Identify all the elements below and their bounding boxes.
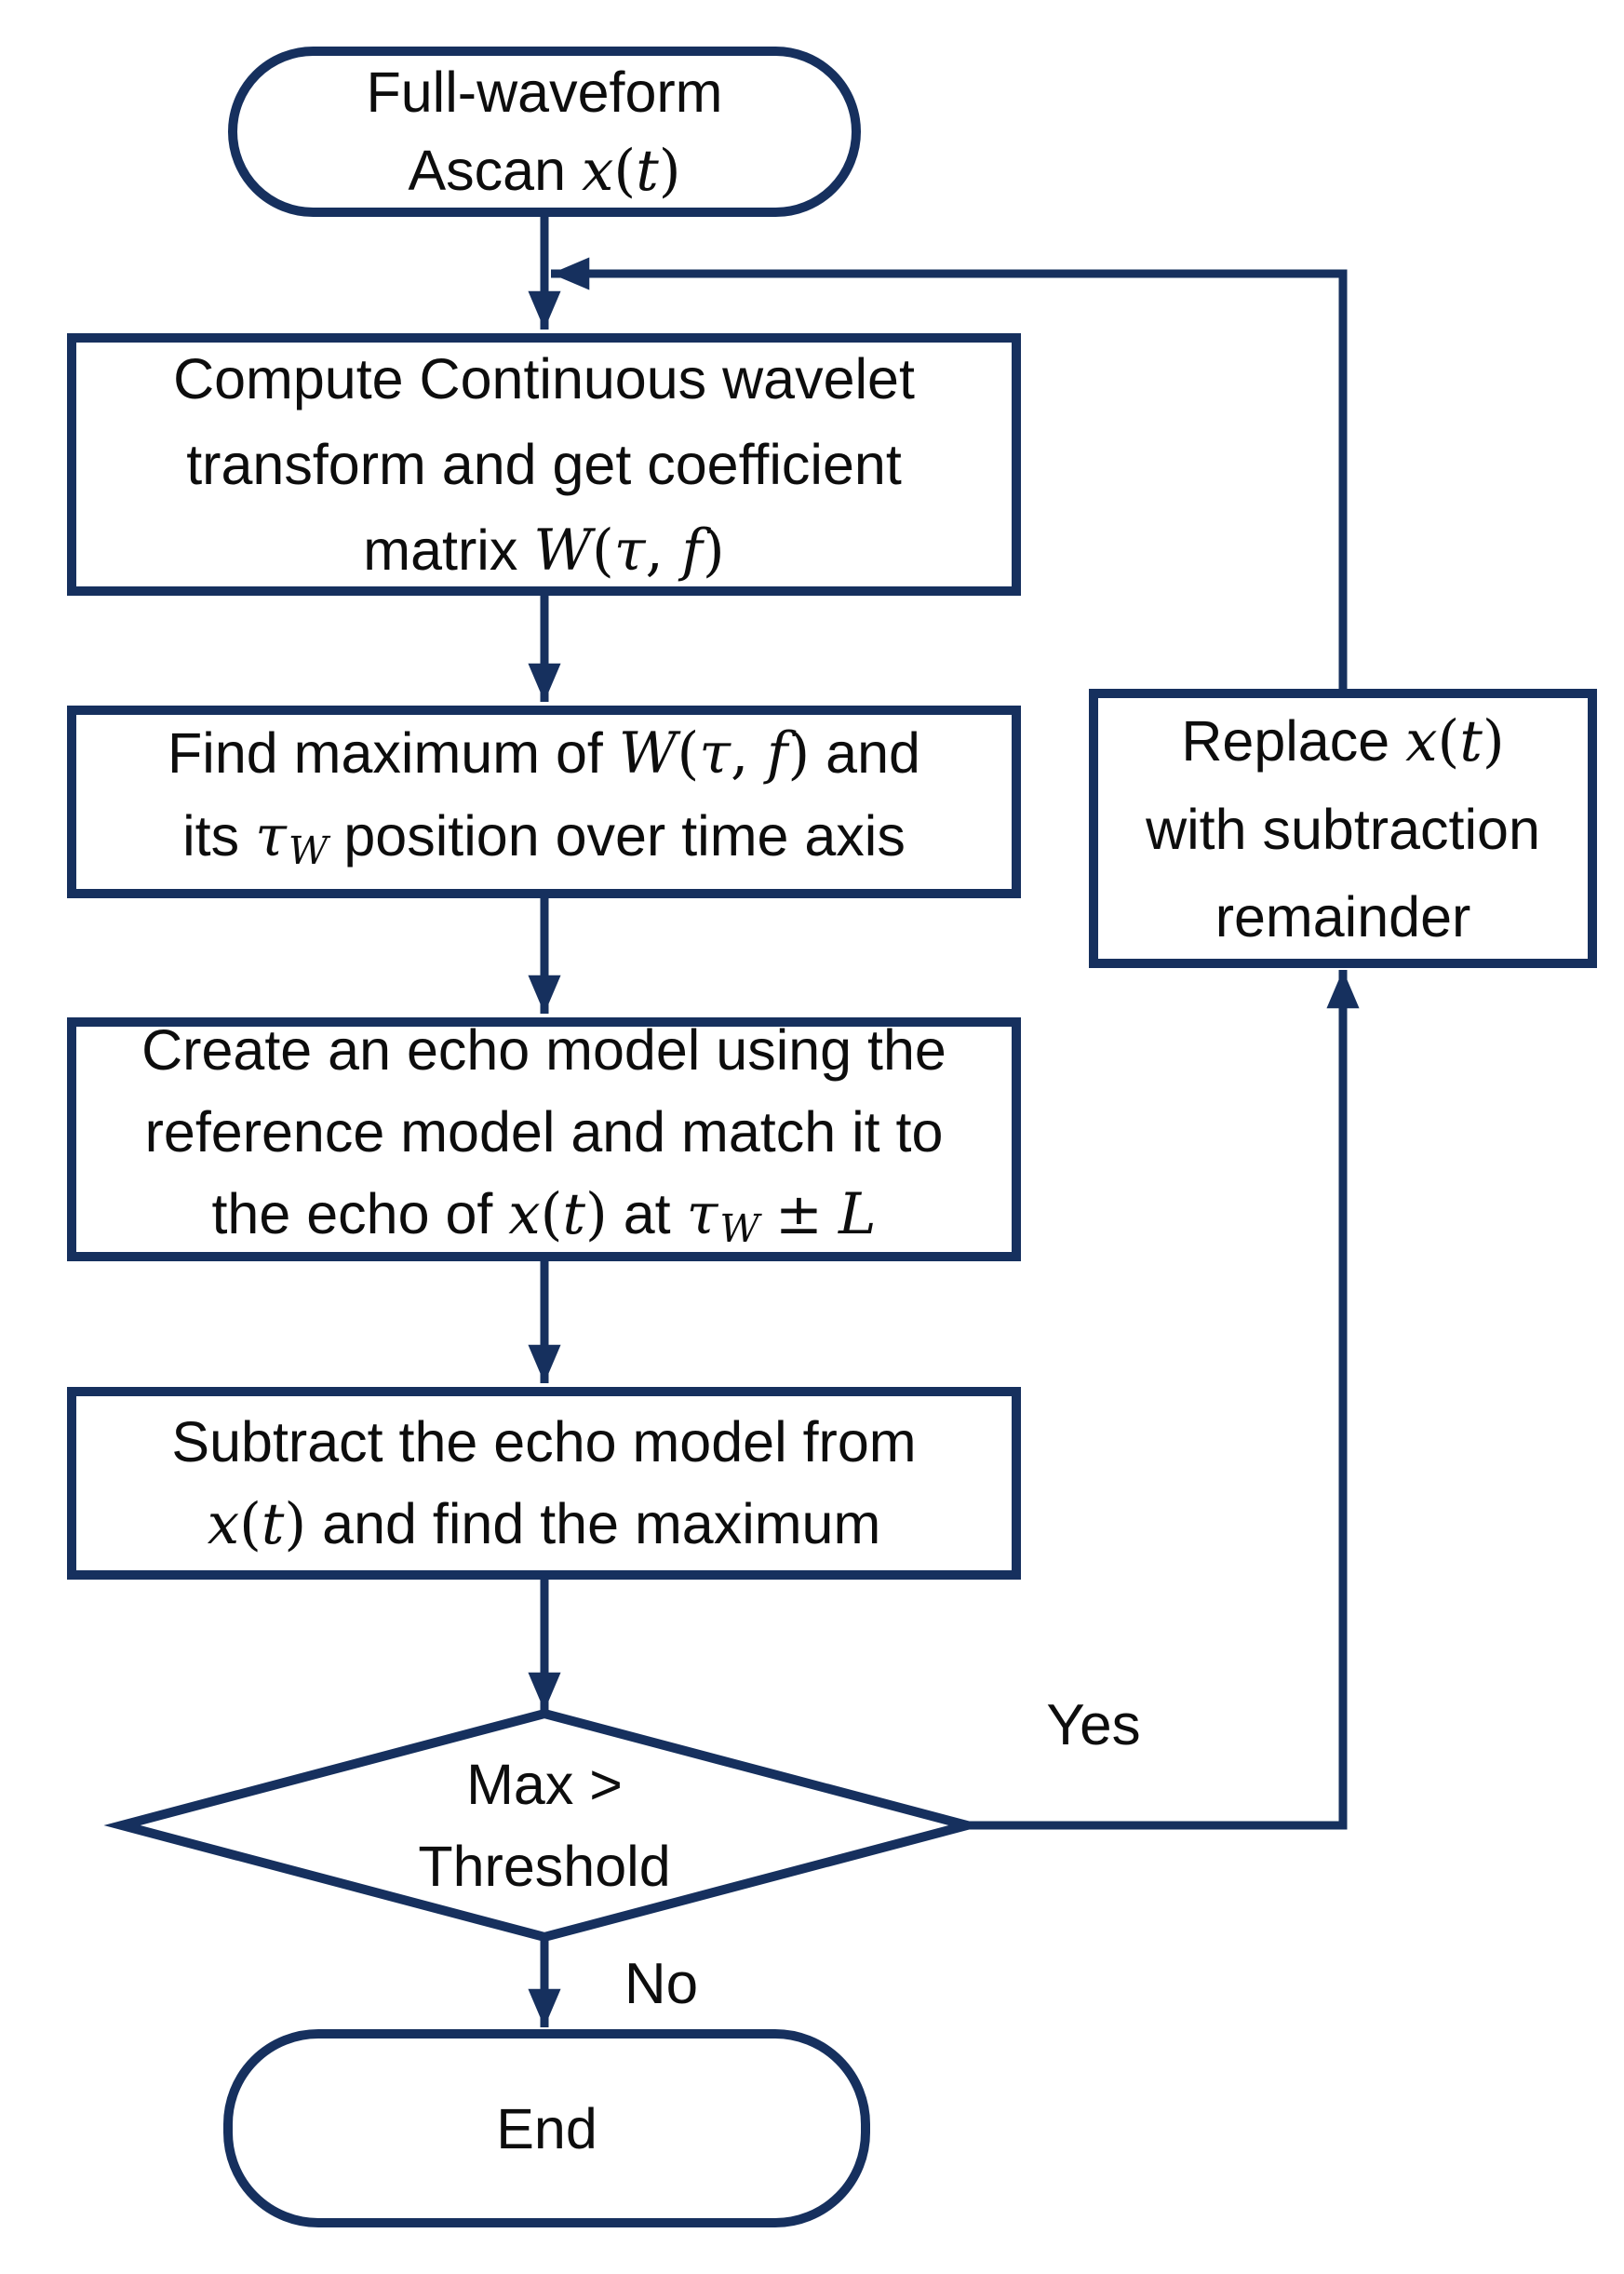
text-line: Replace x(t) — [1181, 697, 1504, 786]
process-subtract-echo-model: Subtract the echo model from x(t) and fi… — [67, 1387, 1021, 1580]
text-run: Max > — [466, 1753, 623, 1816]
text-run: ( — [613, 138, 637, 204]
text-run: Subtract the echo model from — [171, 1410, 917, 1473]
text-run: ) — [787, 720, 811, 787]
decision-max-threshold: Max > Threshold — [122, 1714, 967, 1937]
text-run: W — [533, 517, 592, 584]
text-line: End — [496, 2088, 597, 2170]
text-run: ( — [239, 1491, 262, 1557]
text-run: f — [681, 517, 703, 584]
text-run: Compute Continuous wavelet — [173, 346, 915, 410]
text-line: Subtract the echo model from — [171, 1401, 916, 1483]
process-replace-signal: Replace x(t) with subtraction remainder — [1089, 689, 1597, 968]
text-run: τ — [255, 802, 287, 869]
process-create-echo-model: Create an echo model using the reference… — [67, 1017, 1021, 1261]
text-line: Full-waveform — [366, 53, 722, 131]
text-run: ( — [540, 1180, 563, 1247]
text-line: Ascan x(t) — [408, 131, 680, 210]
text-run: W — [288, 828, 329, 874]
text-run: τ — [613, 517, 646, 584]
text-run: L — [839, 1180, 877, 1247]
text-run: and find the maximum — [306, 1492, 881, 1555]
text-run: x — [1405, 707, 1438, 774]
text-run: reference model and match it to — [144, 1099, 944, 1164]
text-run: t — [562, 1180, 585, 1247]
text-run: x — [581, 138, 614, 204]
text-run: x — [508, 1180, 541, 1247]
text-run: remainder — [1215, 884, 1471, 949]
text-run: τ — [686, 1180, 718, 1247]
text-run — [759, 1182, 775, 1245]
text-run: ) — [284, 1491, 307, 1557]
text-run: ( — [1437, 707, 1460, 774]
text-run: x — [207, 1491, 240, 1557]
text-line: x(t) and find the maximum — [208, 1483, 881, 1566]
text-line: Threshold — [418, 1825, 670, 1907]
decision-diamond-shape — [103, 1708, 986, 1943]
process-find-maximum: Find maximum of W(τ, f) and its τW posit… — [67, 706, 1021, 898]
text-run: ( — [677, 720, 700, 787]
text-line: remainder — [1215, 873, 1471, 961]
text-line: the echo of x(t) at τW ± L — [211, 1173, 876, 1270]
text-run: position over time axis — [328, 803, 906, 868]
text-run: τ — [699, 720, 731, 787]
edge-decision-yes-to-replace — [967, 969, 1360, 1830]
text-run: End — [496, 2096, 597, 2160]
text-line: matrix W(τ, f) — [363, 507, 724, 594]
text-run: ) — [1482, 707, 1505, 774]
text-run: Replace — [1181, 708, 1406, 773]
text-line: transform and get coefficient — [186, 422, 902, 507]
start-terminal: Full-waveform Ascan x(t) — [228, 47, 861, 217]
text-run: Create an echo model using the — [141, 1017, 946, 1082]
text-run: ) — [658, 138, 681, 204]
text-run: ± — [774, 1180, 824, 1247]
text-run: t — [1459, 707, 1483, 774]
text-run: W — [618, 720, 678, 787]
text-run: ) — [702, 517, 725, 584]
text-run: ) — [585, 1180, 608, 1247]
no-branch-label: No — [624, 1952, 699, 2016]
process-compute-cwt: Compute Continuous wavelet transform and… — [67, 333, 1021, 596]
text-run: , — [645, 517, 682, 584]
text-run: with subtraction — [1146, 797, 1540, 861]
text-line: its τW position over time axis — [182, 795, 906, 892]
text-run: t — [261, 1491, 285, 1557]
text-line: Find maximum of W(τ, f) and — [168, 712, 920, 795]
text-line: Max > — [466, 1743, 623, 1825]
text-run: f — [766, 720, 788, 787]
text-line: reference model and match it to — [145, 1091, 944, 1173]
text-run: ( — [591, 517, 614, 584]
text-run: at — [607, 1181, 687, 1245]
text-run: and — [810, 720, 920, 785]
text-run: the echo of — [211, 1181, 509, 1245]
text-line: Create an echo model using the — [141, 1009, 946, 1091]
text-run: Threshold — [418, 1835, 671, 1898]
text-run: W — [719, 1205, 759, 1252]
yes-branch-label: Yes — [1046, 1693, 1141, 1757]
text-run: Ascan — [408, 139, 582, 202]
text-run: Full-waveform — [366, 61, 723, 124]
text-run: t — [636, 138, 659, 204]
end-terminal: End — [223, 2029, 870, 2227]
text-line: Compute Continuous wavelet — [173, 336, 915, 422]
text-run: matrix — [363, 518, 534, 582]
edge-replace-to-loop-junction — [551, 257, 1348, 691]
text-run: its — [182, 803, 256, 868]
text-run: transform and get coefficient — [186, 432, 902, 496]
text-line: with subtraction — [1146, 786, 1540, 873]
text-run: , — [731, 720, 767, 787]
text-run: Find maximum of — [168, 720, 619, 785]
text-run — [823, 1182, 839, 1245]
